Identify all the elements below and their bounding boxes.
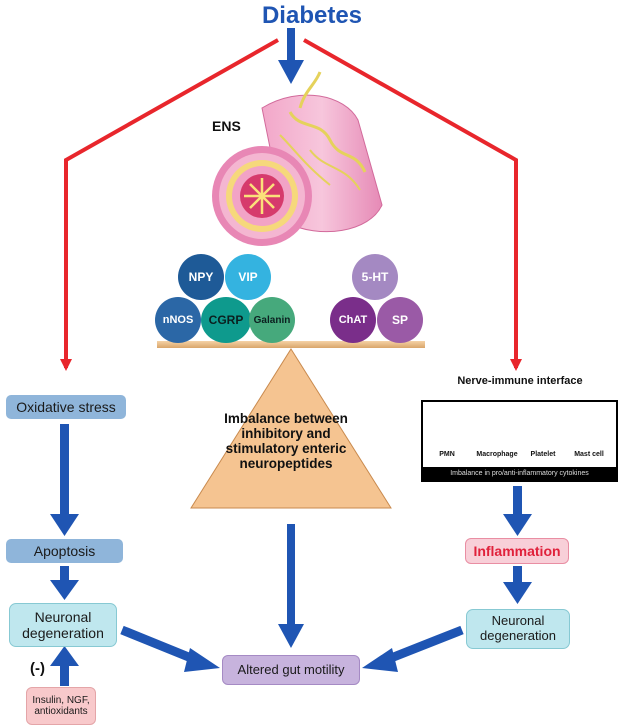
cell-label-mast-cell: Mast cell	[574, 451, 604, 458]
neuropeptide-vip: VIP	[225, 254, 271, 300]
inflammation-box: Inflammation	[465, 538, 569, 564]
arrow-diabetes-to-ens	[278, 28, 304, 84]
arrow-stress-to-apoptosis	[50, 424, 79, 536]
neuronal-degeneration-right-box: Neuronal degeneration	[466, 609, 570, 649]
cell-label-platelet: Platelet	[530, 451, 556, 458]
balance-scale	[157, 341, 425, 509]
ens-gut-illustration	[212, 71, 383, 246]
protective-factors-box: Insulin, NGF, antioxidants	[26, 687, 96, 725]
arrow-imbalance-to-gut	[278, 524, 304, 648]
arrow-apoptosis-to-degeneration	[50, 566, 79, 600]
blue-arrows	[50, 28, 532, 686]
neuropeptide-npy: NPY	[178, 254, 224, 300]
neuropeptide-5ht: 5-HT	[352, 254, 398, 300]
cell-label-pmn: PMN	[439, 451, 455, 458]
nerve-immune-title: Nerve-immune interface	[457, 375, 583, 387]
balance-plank	[157, 341, 425, 348]
red-arrows	[60, 38, 522, 371]
oxidative-stress-box: Oxidative stress	[6, 395, 126, 419]
arrow-inflammation-to-degeneration	[503, 566, 532, 604]
neuropeptide-cgrp: CGRP	[201, 297, 251, 343]
ens-label: ENS	[212, 118, 241, 134]
red-arrow-right	[303, 38, 522, 371]
diagram-title: Diabetes	[261, 2, 363, 29]
arrow-left-degeneration-to-gut	[120, 625, 220, 672]
neuronal-degeneration-left-box: Neuronal degeneration	[9, 603, 117, 647]
cell-label-macrophage: Macrophage	[476, 451, 518, 458]
arrow-right-degeneration-to-gut	[362, 625, 464, 672]
neuropeptide-galanin: Galanin	[249, 297, 295, 343]
nerve-immune-panel: PMN Macrophage Platelet Mast cell Imbala…	[421, 400, 618, 482]
inhibition-sign: (-)	[30, 660, 45, 677]
balance-triangle	[190, 348, 392, 509]
altered-gut-motility-box: Altered gut motility	[222, 655, 360, 685]
neuropeptide-chat: ChAT	[330, 297, 376, 343]
apoptosis-box: Apoptosis	[6, 539, 123, 563]
neuropeptide-sp: SP	[377, 297, 423, 343]
red-arrow-left	[60, 38, 279, 371]
neuropeptide-nnos: nNOS	[155, 297, 201, 343]
arrow-panel-to-inflammation	[503, 486, 532, 536]
cytokine-caption: Imbalance in pro/anti-inflammatory cytok…	[423, 467, 616, 480]
imbalance-text: Imbalance between inhibitory and stimula…	[224, 411, 348, 471]
arrow-protective-up	[50, 646, 79, 686]
